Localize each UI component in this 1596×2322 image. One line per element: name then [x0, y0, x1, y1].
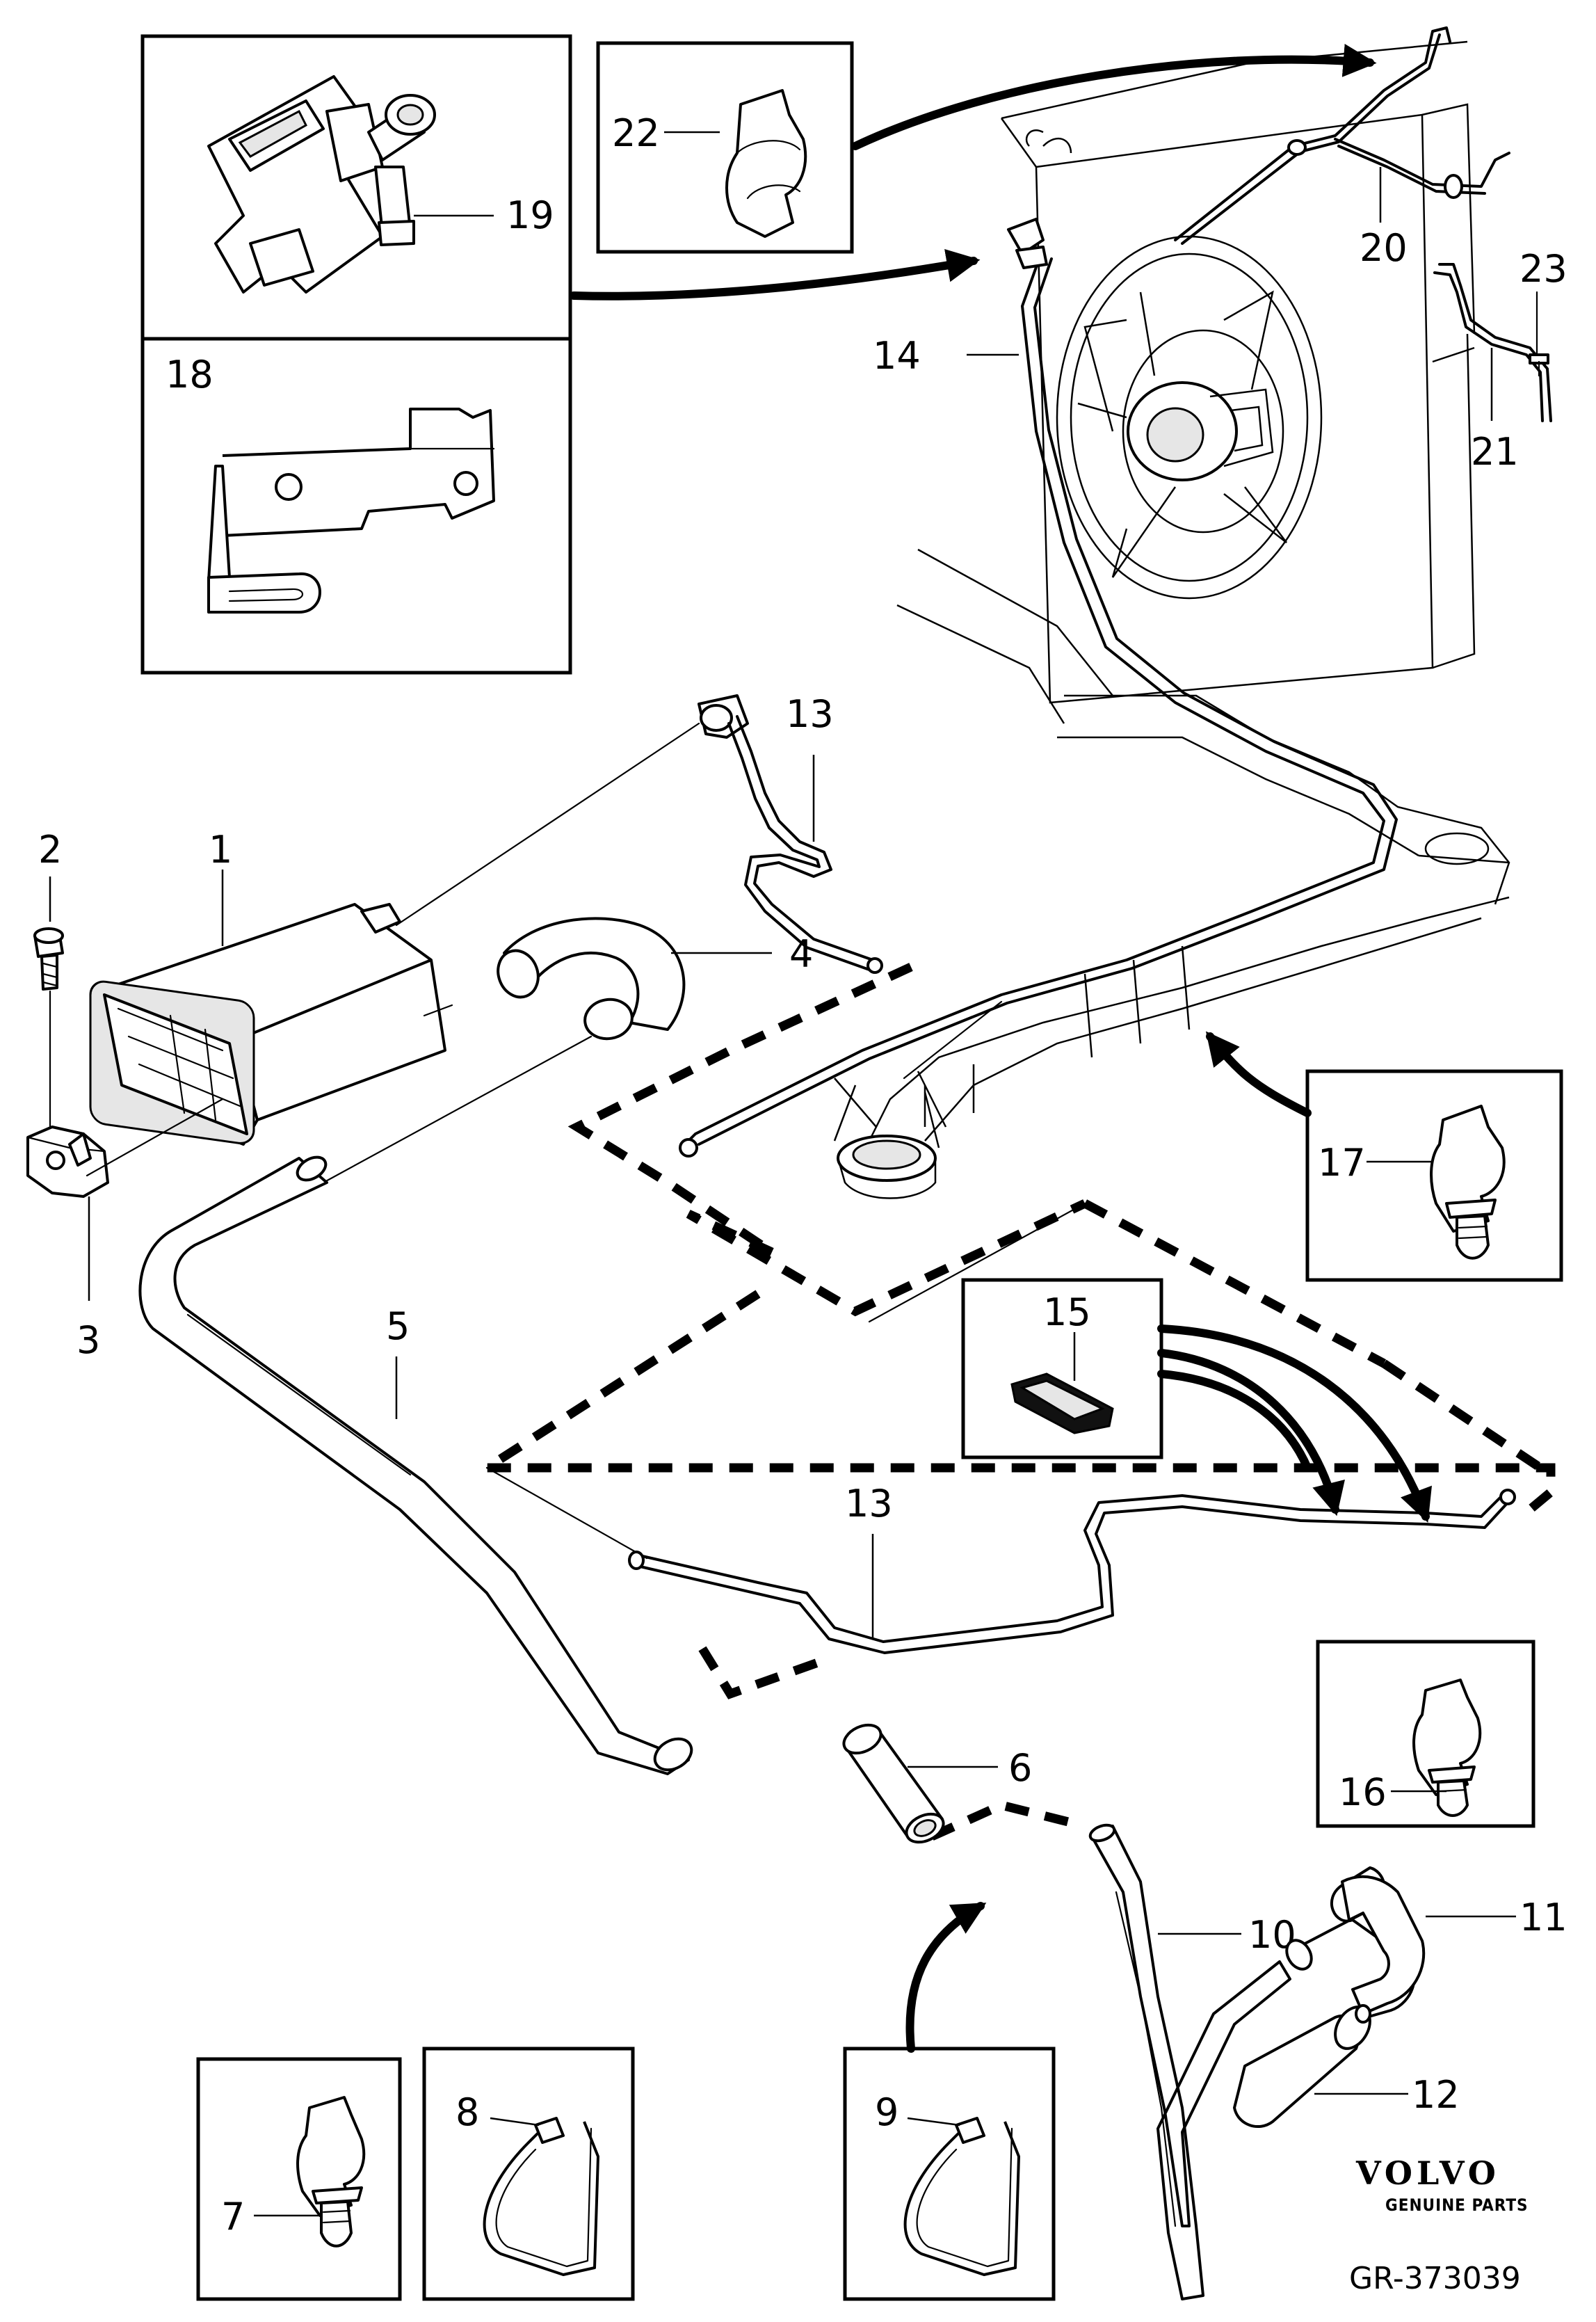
callout-2: 2 — [38, 828, 62, 872]
callout-14: 14 — [873, 334, 921, 378]
callout-22: 22 — [612, 111, 660, 155]
callout-20: 20 — [1360, 226, 1408, 270]
callout-15: 15 — [1043, 1290, 1091, 1334]
callout-7: 7 — [221, 2195, 245, 2239]
bracket: 3 — [26, 1098, 224, 1362]
filter-12: 12 — [1233, 2004, 1460, 2129]
radiator-fan-assembly — [833, 40, 1510, 1199]
connector-6: 6 — [842, 1723, 1032, 1844]
callout-13-upper: 13 — [786, 692, 834, 736]
canister: 1 — [89, 828, 446, 1146]
callout-5: 5 — [386, 1304, 410, 1348]
inset-frame-16: 16 — [1316, 1640, 1535, 1828]
callout-19: 19 — [506, 193, 554, 237]
callout-6: 6 — [1008, 1746, 1032, 1790]
callout-11: 11 — [1520, 1896, 1567, 1939]
callout-4: 4 — [789, 932, 813, 976]
callout-3: 3 — [76, 1318, 100, 1362]
callout-8: 8 — [456, 2090, 479, 2134]
callout-18: 18 — [166, 353, 213, 397]
callout-23: 23 — [1520, 247, 1567, 291]
volvo-logo: VOLVO — [1355, 2154, 1500, 2192]
bolt: 2 — [33, 828, 64, 1142]
hose-10: 10 — [1088, 1823, 1296, 2300]
brand-block: VOLVO GENUINE PARTS GR-373039 — [1349, 2154, 1529, 2296]
hose-5: 5 — [138, 1155, 693, 1775]
pipe-13-upper: 13 — [395, 692, 883, 974]
callout-17: 17 — [1318, 1141, 1366, 1185]
callout-21: 21 — [1471, 430, 1519, 474]
callout-9: 9 — [875, 2090, 898, 2134]
callout-1: 1 — [209, 828, 232, 872]
inset-frame-19: 19 — [140, 34, 572, 341]
pipe-21: 21 — [1433, 263, 1552, 474]
callout-16: 16 — [1339, 1770, 1387, 1814]
inset-frame-8: 8 — [422, 2047, 635, 2301]
pipe-20: 20 — [1174, 26, 1510, 270]
dashed-connections — [471, 963, 1556, 1841]
diagram-reference: GR-373039 — [1349, 2261, 1521, 2296]
pipe-13-lower: 13 — [628, 1482, 1516, 1654]
inset-frame-22: 22 — [596, 41, 854, 254]
inset-frame-18: 18 — [140, 337, 572, 675]
inset-frame-9: 9 — [843, 1902, 1056, 2301]
clip-23: 23 — [1520, 247, 1567, 377]
brand-tagline: GENUINE PARTS — [1385, 2195, 1529, 2215]
inset-arrows — [570, 44, 1377, 301]
inset-frame-17: 17 — [1206, 1031, 1563, 1282]
callout-12: 12 — [1412, 2073, 1460, 2117]
pipe-14: 14 — [679, 218, 1398, 1158]
inset-frame-15: 15 — [961, 1278, 1432, 1523]
callout-13-lower: 13 — [845, 1482, 893, 1526]
inset-frame-7: 7 — [196, 2057, 402, 2301]
hose-11: 11 — [1285, 1866, 1567, 2019]
hose-4: 4 — [322, 917, 813, 1184]
